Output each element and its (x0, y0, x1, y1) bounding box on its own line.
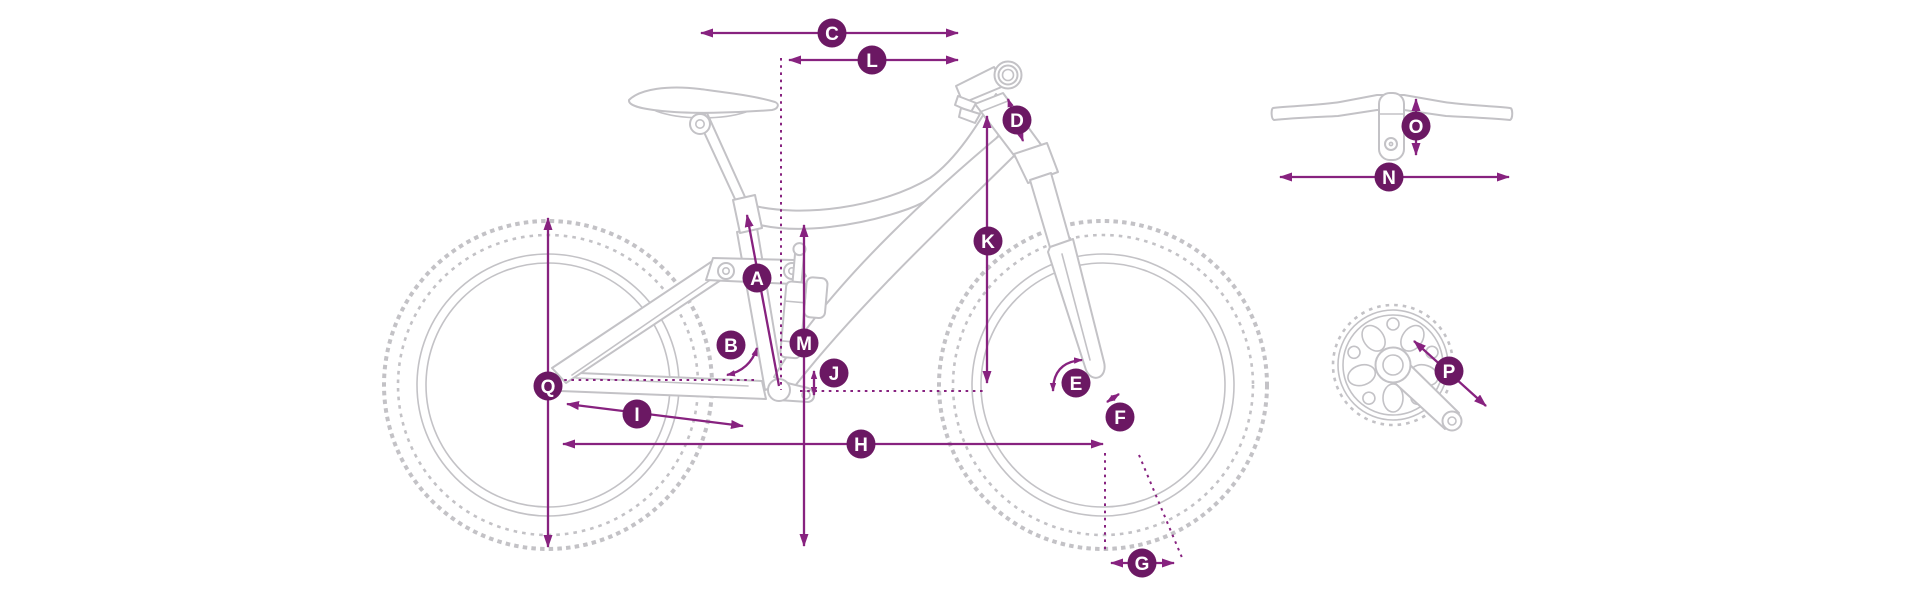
spider-cutout (1361, 324, 1386, 352)
marker-letter: F (1114, 408, 1126, 429)
saddle-clamp-bolt (694, 119, 705, 130)
marker-P: P (1434, 356, 1464, 386)
marker-A: A (742, 263, 772, 293)
marker-B: B (716, 330, 746, 360)
stem-bolt (1384, 137, 1398, 151)
marker-letter: G (1135, 554, 1150, 575)
shifter-clamp (958, 107, 981, 124)
handlebar-bore (1001, 68, 1015, 82)
marker-circle (846, 429, 876, 459)
marker-letter: A (750, 269, 764, 290)
chainring-bolt (1347, 345, 1361, 360)
measure-I-chainstay (566, 401, 744, 429)
marker-circle (1105, 402, 1135, 432)
marker-circle (789, 328, 819, 358)
marker-F: F (1105, 402, 1135, 432)
rocker-pivot-front (717, 262, 735, 280)
stem-and-bar (954, 60, 1023, 124)
marker-G: G (1127, 548, 1157, 578)
marker-O: O (1401, 111, 1431, 141)
marker-circle (622, 399, 652, 429)
marker-circle (1002, 105, 1032, 135)
marker-letter: N (1382, 168, 1396, 189)
seatstay-detail (571, 275, 717, 376)
seatstay (551, 259, 731, 384)
shock-reservoir (803, 276, 829, 320)
fork-leg-detail (1061, 253, 1091, 361)
marker-circle (1127, 548, 1157, 578)
marker-circle (742, 263, 772, 293)
marker-letter: O (1409, 117, 1424, 138)
front-rim-inner (980, 262, 1226, 508)
marker-letter: K (981, 232, 995, 253)
marker-circle (857, 45, 887, 75)
seatpost-collar (732, 194, 763, 234)
marker-C: C (817, 18, 847, 48)
marker-circle (817, 18, 847, 48)
steering-axis-reference (1138, 454, 1184, 561)
spider-cutout (1347, 363, 1377, 387)
marker-letter: M (796, 334, 812, 355)
measure-E-head-angle (1049, 357, 1083, 392)
saddle-clamp (689, 113, 711, 135)
fork-crown (1013, 142, 1059, 184)
marker-letter: C (825, 24, 839, 45)
marker-letter: I (634, 405, 639, 426)
marker-K: K (973, 226, 1003, 256)
spider-cutout (1382, 383, 1404, 413)
rocker-pivot-front-bolt (721, 266, 730, 275)
marker-circle (819, 358, 849, 388)
front-rim-outer (971, 253, 1235, 517)
marker-Q: Q (533, 371, 563, 401)
pedal-eye-bore (1447, 416, 1457, 426)
marker-circle (1401, 111, 1431, 141)
marker-D: D (1002, 105, 1032, 135)
handlebar-cross-section (997, 64, 1019, 86)
crank-spindle (1382, 354, 1404, 376)
chainring-bolt (1386, 317, 1400, 331)
stem-bolt-center (1388, 141, 1394, 147)
marker-circle (1374, 162, 1404, 192)
marker-circle (1061, 368, 1091, 398)
marker-H: H (846, 429, 876, 459)
fork-stanchion (1029, 172, 1072, 252)
saddle (628, 86, 779, 114)
pedal-eye (1441, 410, 1463, 432)
fork (1013, 142, 1106, 379)
letter-markers: A B C D E F G H (533, 18, 1464, 578)
marker-M: M (789, 328, 819, 358)
marker-letter: Q (541, 377, 556, 398)
chainstay-detail (575, 377, 749, 387)
marker-letter: B (724, 336, 738, 357)
marker-letter: J (829, 364, 840, 385)
chainring-bolt (1362, 391, 1376, 405)
measure-F-fork-offset (1106, 393, 1120, 403)
measure-B-seat-angle (726, 347, 759, 377)
measure-A-seat-tube (744, 214, 781, 387)
marker-letter: D (1010, 111, 1024, 132)
reference-dashed-lines (557, 58, 1184, 561)
marker-L: L (857, 45, 887, 75)
marker-J: J (819, 358, 849, 388)
bottom-bracket (767, 378, 791, 402)
marker-circle (716, 330, 746, 360)
front-tire-tread (937, 219, 1269, 551)
front-wheel (937, 219, 1269, 551)
marker-circle (1434, 356, 1464, 386)
marker-circle (533, 371, 563, 401)
marker-letter: P (1443, 362, 1456, 383)
marker-circle (973, 226, 1003, 256)
handlebar-top-view (1270, 92, 1514, 161)
marker-letter: E (1070, 374, 1083, 395)
marker-N: N (1374, 162, 1404, 192)
saddle-assembly (628, 86, 779, 234)
marker-I: I (622, 399, 652, 429)
marker-E: E (1061, 368, 1091, 398)
marker-letter: H (854, 435, 868, 456)
headset-spacer (979, 100, 1009, 113)
crank-spindle-boss (1374, 346, 1412, 384)
marker-letter: L (866, 51, 878, 72)
front-tire-inner (951, 233, 1255, 537)
